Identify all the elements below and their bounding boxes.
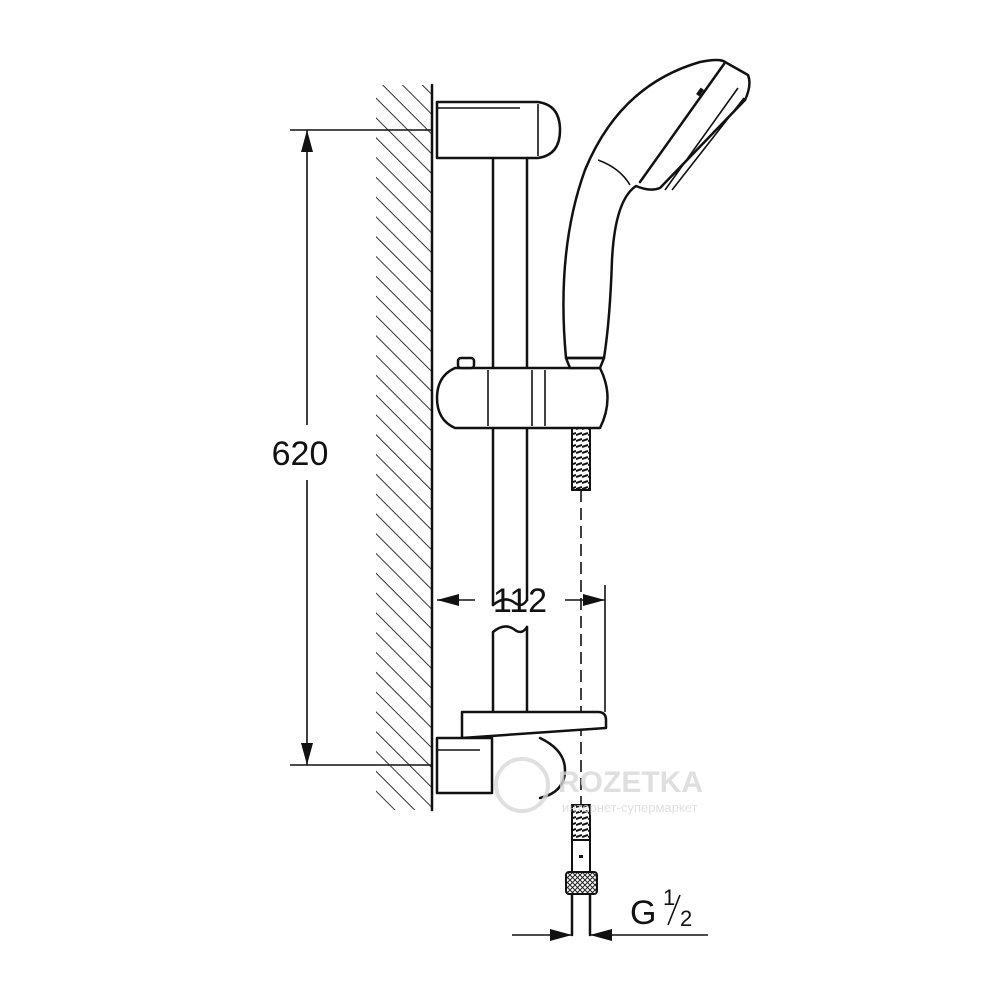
bottom-wall-bracket <box>435 710 608 800</box>
hand-shower <box>562 58 751 360</box>
svg-text:интернет-супермаркет: интернет-супермаркет <box>562 800 697 815</box>
thread-fraction-denominator: 2 <box>680 906 692 931</box>
thread-label: G <box>630 894 656 932</box>
shower-hose <box>565 427 598 937</box>
height-value: 620 <box>272 435 329 473</box>
svg-text:ROZETKA: ROZETKA <box>558 766 703 799</box>
wall-hatching <box>376 83 434 812</box>
slide-rail <box>491 156 529 714</box>
top-wall-bracket <box>435 100 562 160</box>
thread-dimension: G 1 2 <box>512 885 708 941</box>
watermark-logo: ROZETKA интернет-супермаркет <box>494 757 703 815</box>
offset-value: 112 <box>493 582 547 620</box>
rail-slider <box>435 356 609 430</box>
offset-dimension: 112 <box>437 582 606 712</box>
thread-fraction-numerator: 1 <box>663 885 675 910</box>
height-dimension: 620 <box>272 129 432 766</box>
